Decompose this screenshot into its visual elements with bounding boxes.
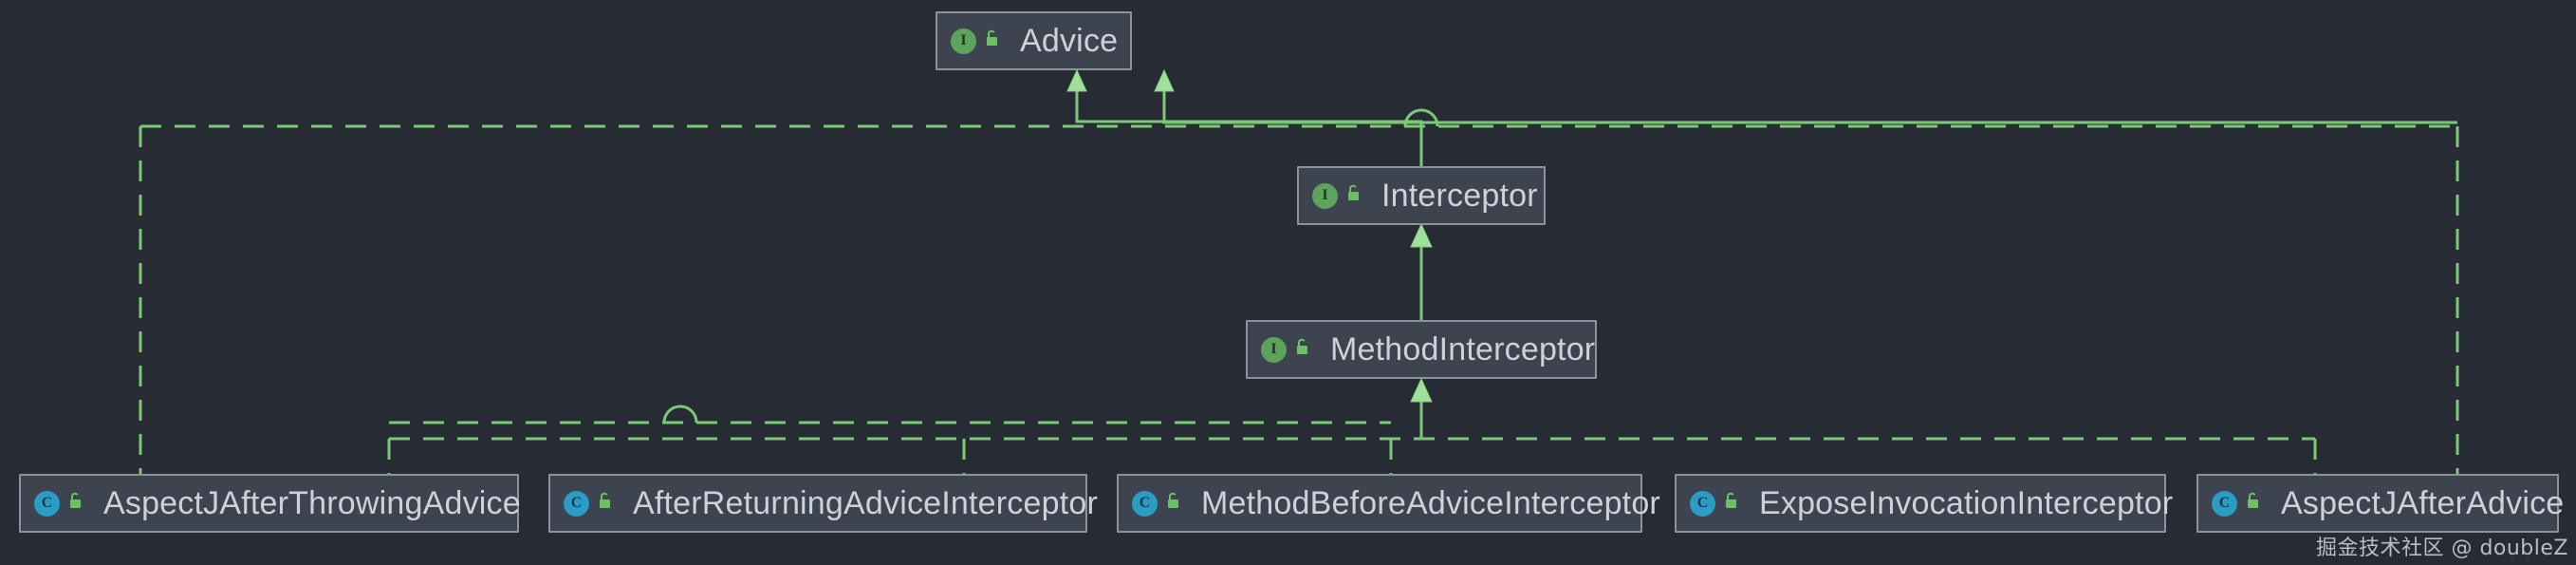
edge-advicebus-right — [1154, 68, 2457, 124]
uml-node-label: AfterReturningAdviceInterceptor — [633, 485, 1099, 521]
unlock-icon — [1346, 184, 1362, 207]
class-icon: C — [34, 490, 60, 517]
node-icons: C — [1690, 490, 1740, 517]
uml-node-after-returning-advice-interceptor[interactable]: C AfterReturningAdviceInterceptor — [548, 474, 1098, 533]
uml-node-label: AspectJAfterAdvice — [2281, 485, 2565, 521]
edge-interceptor-to-advice — [1066, 68, 1423, 166]
edge-methodinterceptor-dashed-trunk — [387, 377, 2317, 474]
node-icons: C — [34, 490, 84, 517]
class-icon: C — [1132, 490, 1158, 517]
uml-node-label: AspectJAfterThrowingAdvice — [103, 485, 521, 521]
interface-icon: I — [951, 28, 976, 54]
edge-secondary-dashed-trunk — [389, 405, 1391, 424]
unlock-icon — [68, 492, 84, 515]
node-icons: C — [1132, 490, 1182, 517]
interface-icon: I — [1261, 336, 1287, 363]
uml-node-aspectj-after-advice[interactable]: C AspectJAfterAdvice — [2196, 474, 2564, 533]
edge-line-hop — [1403, 108, 1439, 127]
uml-node-label: Advice — [1020, 23, 1119, 59]
class-icon: C — [2212, 490, 2237, 517]
edge-methodinterceptor-to-interceptor — [1410, 222, 1433, 320]
uml-node-advice[interactable]: I Advice — [936, 11, 1132, 70]
uml-node-label: ExposeInvocationInterceptor — [1759, 485, 2174, 521]
unlock-icon — [1166, 492, 1182, 515]
node-icons: I — [1312, 182, 1362, 209]
class-icon: C — [564, 490, 589, 517]
node-icons: C — [2212, 490, 2262, 517]
unlock-icon — [2246, 492, 2262, 515]
watermark: 掘金技术社区 @ doubleZ — [2315, 537, 2568, 560]
uml-node-method-before-advice-interceptor[interactable]: C MethodBeforeAdviceInterceptor — [1117, 474, 1660, 533]
node-icons: I — [951, 28, 1001, 54]
uml-node-method-interceptor[interactable]: I MethodInterceptor — [1246, 320, 1597, 379]
uml-node-expose-invocation-interceptor[interactable]: C ExposeInvocationInterceptor — [1675, 474, 2173, 533]
node-icons: C — [564, 490, 614, 517]
node-icons: I — [1261, 336, 1311, 363]
class-icon: C — [1690, 490, 1715, 517]
unlock-icon — [1295, 338, 1311, 361]
unlock-icon — [1724, 492, 1740, 515]
uml-node-interceptor[interactable]: I Interceptor — [1297, 166, 1546, 225]
uml-node-label: Interceptor — [1381, 178, 1538, 214]
unlock-icon — [598, 492, 614, 515]
unlock-icon — [985, 29, 1001, 52]
uml-node-label: MethodInterceptor — [1330, 331, 1596, 367]
interface-icon: I — [1312, 182, 1338, 209]
uml-node-label: MethodBeforeAdviceInterceptor — [1201, 485, 1660, 521]
uml-node-aspectj-after-throwing-advice[interactable]: C AspectJAfterThrowingAdvice — [19, 474, 521, 533]
